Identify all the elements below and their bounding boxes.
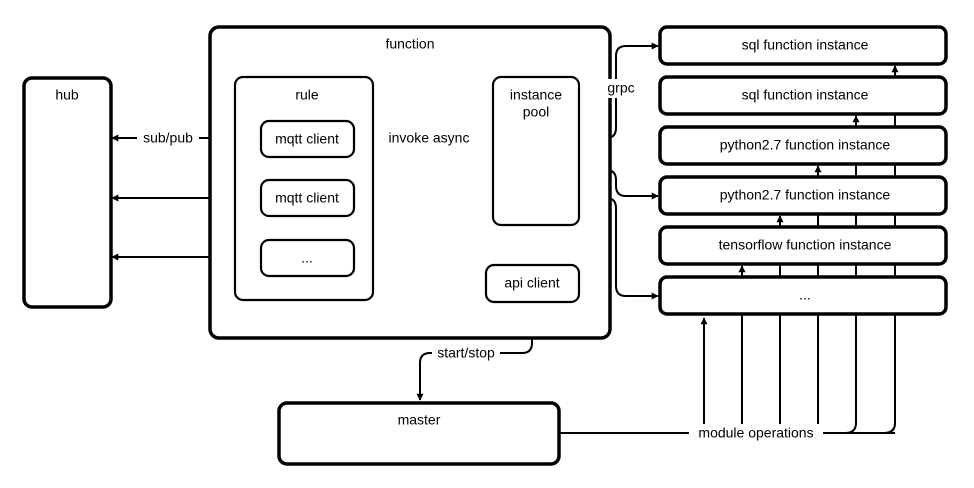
grpc-label: grpc: [607, 80, 634, 96]
instance-node-5: [658, 225, 948, 266]
sub-pub-label: sub/pub: [143, 130, 193, 146]
api-client-label: api client: [504, 275, 559, 291]
instance-label-5: tensorflow function instance: [719, 237, 892, 253]
mqtt-client-2-label: mqtt client: [275, 190, 339, 206]
rule-label: rule: [295, 87, 319, 103]
master-node: [277, 401, 561, 466]
instance-label-4: python2.7 function instance: [720, 187, 891, 203]
invoke-async-label: invoke async: [389, 130, 470, 146]
start-stop-label: start/stop: [437, 345, 495, 361]
module-operations-label: module operations: [698, 425, 813, 441]
instance-pool-label-2: pool: [523, 104, 549, 120]
hub-node: [22, 76, 113, 309]
instance-pool-label-1: instance: [510, 87, 562, 103]
mqtt-client-2-node: [259, 178, 356, 218]
instance-node-1: [658, 25, 948, 66]
instance-node-4: [658, 175, 948, 216]
instance-label-2: sql function instance: [742, 87, 869, 103]
ellipsis-client-label: ...: [301, 250, 313, 266]
instance-node-2: [658, 75, 948, 116]
master-label: master: [398, 412, 441, 428]
ellipsis-client-node: [259, 238, 356, 278]
instance-node-3: [658, 125, 948, 166]
function-label: function: [385, 36, 434, 52]
instance-label-3: python2.7 function instance: [720, 137, 891, 153]
api-client-node: [484, 263, 581, 304]
instance-pool-node: [491, 75, 581, 227]
hub-label: hub: [55, 87, 79, 103]
ops-branch-sql1: [883, 65, 899, 434]
mqtt-client-1-label: mqtt client: [275, 131, 339, 147]
instance-label-6: ...: [799, 287, 811, 303]
instance-node-6: [658, 275, 948, 316]
instance-label-1: sql function instance: [742, 37, 869, 53]
mqtt-client-1-node: [259, 119, 356, 159]
ops-branch-sql2: [844, 115, 860, 434]
